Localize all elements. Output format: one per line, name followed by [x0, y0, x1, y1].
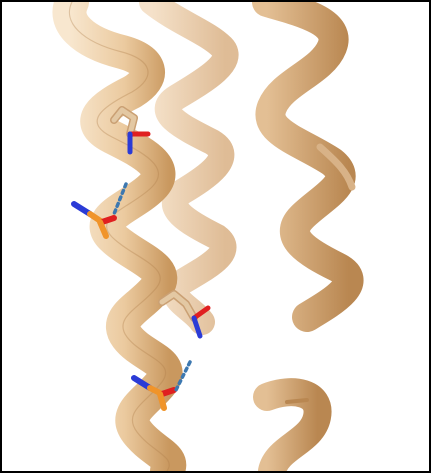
- helix-right-top: [267, 2, 352, 317]
- helix-left: [69, 2, 169, 471]
- helix-right-bottom: [267, 392, 318, 471]
